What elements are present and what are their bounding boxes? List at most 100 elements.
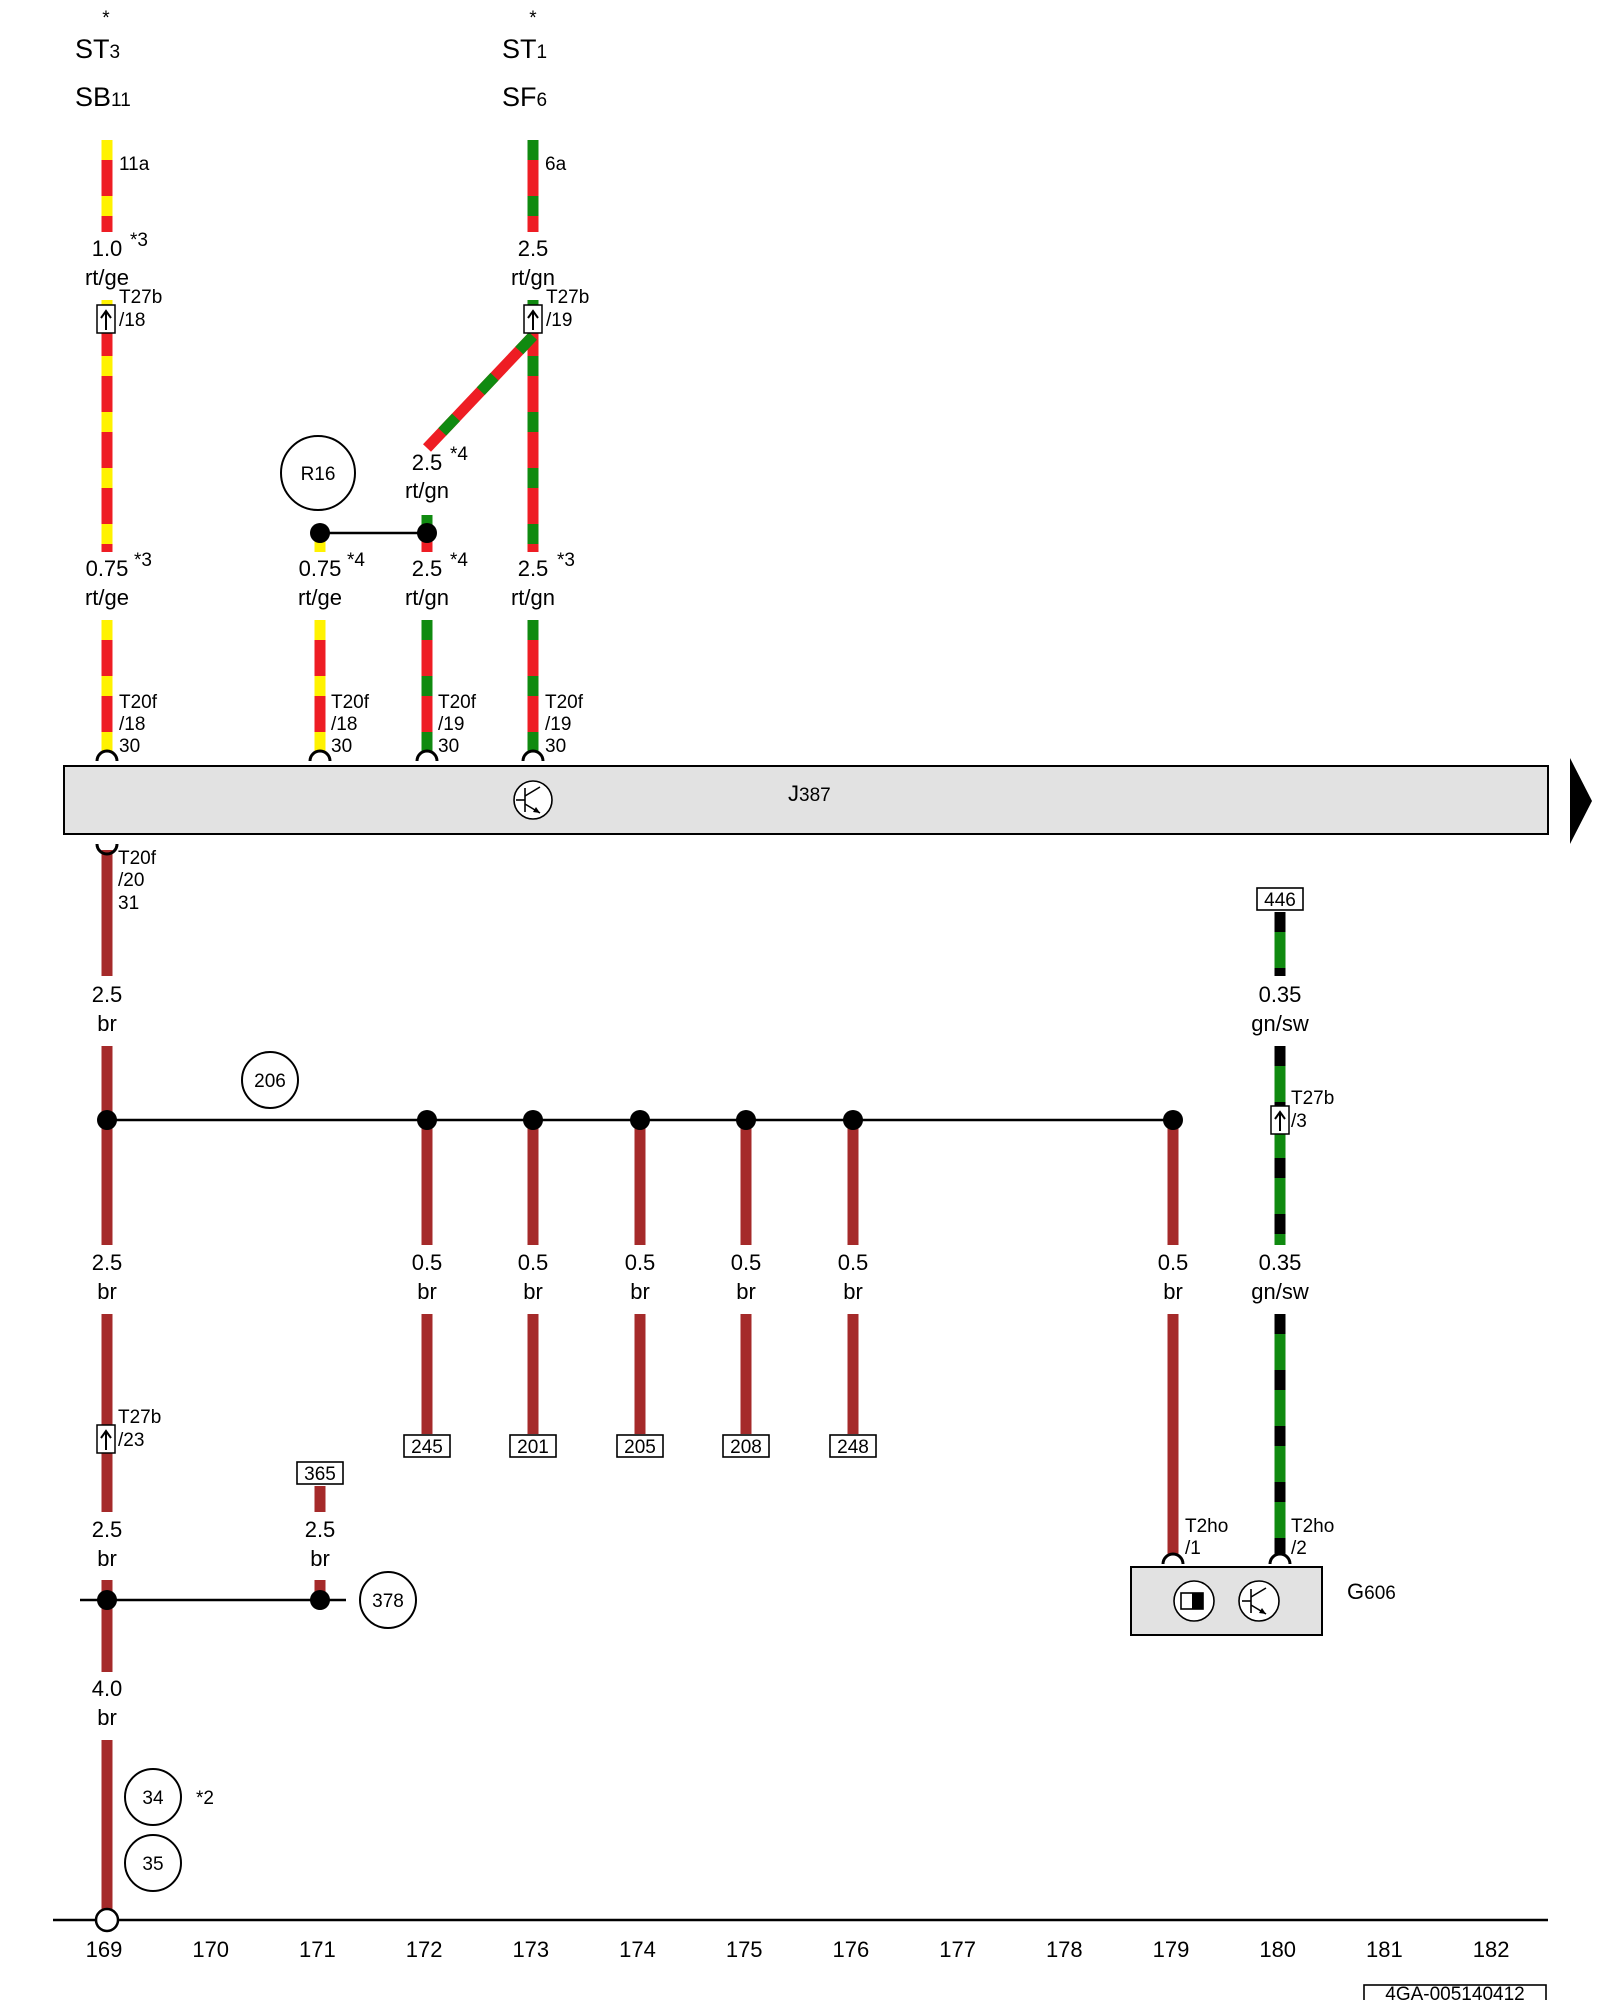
ref-box-365-label: 365: [304, 1464, 336, 1485]
transistor-icon: [513, 780, 553, 820]
ref-box-201: 201: [509, 1434, 557, 1458]
sensor-icon: [1173, 1580, 1215, 1622]
splice-dot: [310, 523, 330, 543]
wire-label-color: gn/sw: [1251, 1279, 1309, 1304]
connector-arrow-icon: [100, 1429, 112, 1450]
wire-label-color: br: [97, 1546, 117, 1571]
wire-label-color: gn/sw: [1251, 1011, 1309, 1036]
splice-dot: [1163, 1110, 1183, 1130]
scale-number: 174: [619, 1937, 656, 1962]
wire-layer: [101, 140, 1286, 1910]
connector-t2ho-1: T2ho /1: [1161, 1516, 1228, 1565]
connector-socket-icon: [521, 749, 545, 762]
ref-box-205: 205: [616, 1434, 664, 1458]
wire-label-size: 0.75: [299, 556, 342, 581]
splice-dot: [843, 1110, 863, 1130]
ref-box-label: 201: [517, 1437, 549, 1458]
ref-circle-r16-label: R16: [301, 464, 336, 485]
ref-circle-r16: [280, 435, 356, 511]
connector-t27b-pin: /18: [119, 310, 145, 331]
scale-number: 179: [1153, 1937, 1190, 1962]
wire-label: br: [523, 1279, 543, 1304]
wire-label-color: rt/gn: [405, 585, 449, 610]
wire-label-size: 2.5: [412, 450, 443, 475]
wire-label-note: *4: [450, 444, 468, 465]
connector-t20f-term: 30: [438, 736, 459, 757]
module-j387-label: J387: [788, 781, 831, 806]
wire-label: 0.5: [1158, 1250, 1189, 1275]
ground-point: [94, 1907, 120, 1933]
wire-label-size: 0.35: [1259, 982, 1302, 1007]
wire-label-color: br: [97, 1705, 117, 1730]
wire-label-color: br: [97, 1011, 117, 1036]
scale-number: 177: [939, 1937, 976, 1962]
wire-label-note: *3: [130, 230, 148, 251]
connector-arrow-icon: [527, 309, 539, 330]
connector-t20f-term: 31: [118, 893, 139, 914]
connector-t27b-pin: /3: [1291, 1111, 1307, 1132]
connector-socket-icon: [308, 749, 332, 762]
pin-6a: 6a: [545, 154, 567, 175]
wire-label-size: 2.5: [92, 982, 123, 1007]
connector-t20f-20: T20f /20 31: [95, 843, 157, 914]
module-j387: [63, 765, 1549, 835]
connector-t20f-name: T20f: [119, 692, 158, 713]
ref-circle-378-label: 378: [372, 1591, 404, 1612]
scale-number: 182: [1473, 1937, 1510, 1962]
connector-t2ho-pin: /1: [1185, 1538, 1201, 1559]
scale-number: 173: [512, 1937, 549, 1962]
splice-dot: [97, 1590, 117, 1610]
ref-box-label: 208: [730, 1437, 762, 1458]
scale-number: 172: [406, 1937, 443, 1962]
ref-note: *2: [196, 1788, 214, 1809]
connector-t20f-name: T20f: [438, 692, 477, 713]
wire-label-size: 2.5: [92, 1517, 123, 1542]
connector-t2ho-name: T2ho: [1291, 1516, 1334, 1537]
wire-label-size: 2.5: [518, 556, 549, 581]
wire-label-size: 0.75: [86, 556, 129, 581]
wire-label-size: 2.5: [518, 236, 549, 261]
splice-dot: [417, 523, 437, 543]
wire-label: 0.5: [412, 1250, 443, 1275]
bus-dots: [97, 1110, 1183, 1130]
wire-label-size: 2.5: [412, 556, 443, 581]
connector-t27b-pin: /19: [546, 310, 572, 331]
splice-dot: [630, 1110, 650, 1130]
ref-box-248: 248: [829, 1434, 877, 1458]
wire-label: br: [1163, 1279, 1183, 1304]
scale-number: 170: [192, 1937, 229, 1962]
wire-label: 0.5: [518, 1250, 549, 1275]
connector-socket-icon: [1161, 1552, 1185, 1565]
connector-t20f-19a: T20f /19 30: [415, 692, 477, 762]
connector-t27b-name: T27b: [546, 287, 589, 308]
wire-label-note: *4: [347, 550, 365, 571]
wire-label-note: *3: [557, 550, 575, 571]
connector-t20f-19b: T20f /19 30: [521, 692, 584, 762]
connector-t20f-pin: /20: [118, 870, 144, 891]
ref-circle-35: [124, 1834, 182, 1892]
ref-circle-34-label: 34: [142, 1788, 164, 1809]
ref-st1: ST1: [502, 34, 547, 64]
ref-circle-206-label: 206: [254, 1071, 286, 1092]
connector-t20f-name: T20f: [331, 692, 370, 713]
ref-circle-34: [124, 1768, 182, 1826]
ref-star-1: *: [102, 8, 110, 29]
ref-box-208: 208: [722, 1434, 770, 1458]
wire-label: br: [736, 1279, 756, 1304]
ref-box-365: [296, 1461, 344, 1485]
wire-label: 0.5: [625, 1250, 656, 1275]
connector-arrow-icon: [100, 309, 112, 330]
wire-label-color: rt/ge: [85, 265, 129, 290]
connector-arrow-icon: [1274, 1110, 1286, 1131]
footer-code-box: [1363, 1984, 1547, 2000]
scale-number: 180: [1259, 1937, 1296, 1962]
connector-t20f-18a: T20f /18 30: [95, 692, 158, 762]
footer-code: 4GA-005140412: [1385, 1984, 1524, 2000]
connector-t20f-pin: /18: [119, 714, 145, 735]
wire-label-color: rt/gn: [511, 265, 555, 290]
connector-t20f-18b: T20f /18 30: [308, 692, 370, 762]
ref-circle-35-label: 35: [142, 1854, 163, 1875]
connector-socket-icon: [95, 843, 119, 856]
module-g606-label: G606: [1347, 1579, 1396, 1604]
